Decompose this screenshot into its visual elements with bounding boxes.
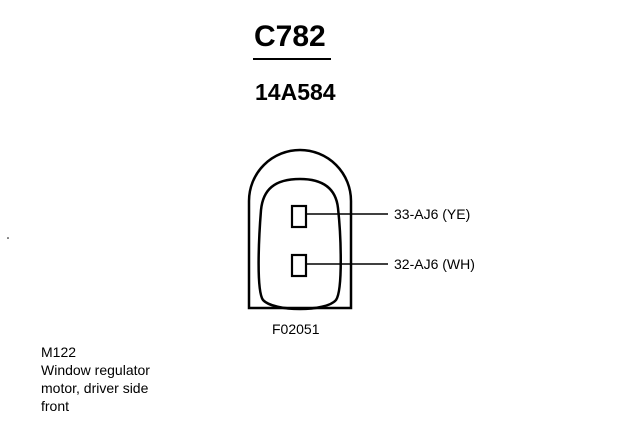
component-description-line: Window regulator — [41, 362, 150, 378]
connector-id: C782 — [254, 20, 326, 53]
connector-id-underline — [253, 58, 331, 60]
figure-code: F02051 — [272, 321, 320, 337]
component-code: M122 — [41, 344, 77, 360]
pin-label-2: 32-AJ6 (WH) — [394, 256, 475, 272]
connector-housing-outer — [247, 148, 353, 310]
component-description-line: front — [41, 398, 70, 414]
component-description-line: motor, driver side — [41, 380, 149, 396]
connector-housing-inner — [257, 177, 342, 311]
component-info: M122 Window regulator motor, driver side… — [41, 343, 221, 415]
pin-terminal-2 — [290, 253, 308, 278]
pin-terminal-1 — [290, 204, 308, 229]
pin-label-1: 33-AJ6 (YE) — [394, 206, 471, 222]
scan-speck — [7, 237, 9, 239]
part-number: 14A584 — [255, 79, 336, 105]
